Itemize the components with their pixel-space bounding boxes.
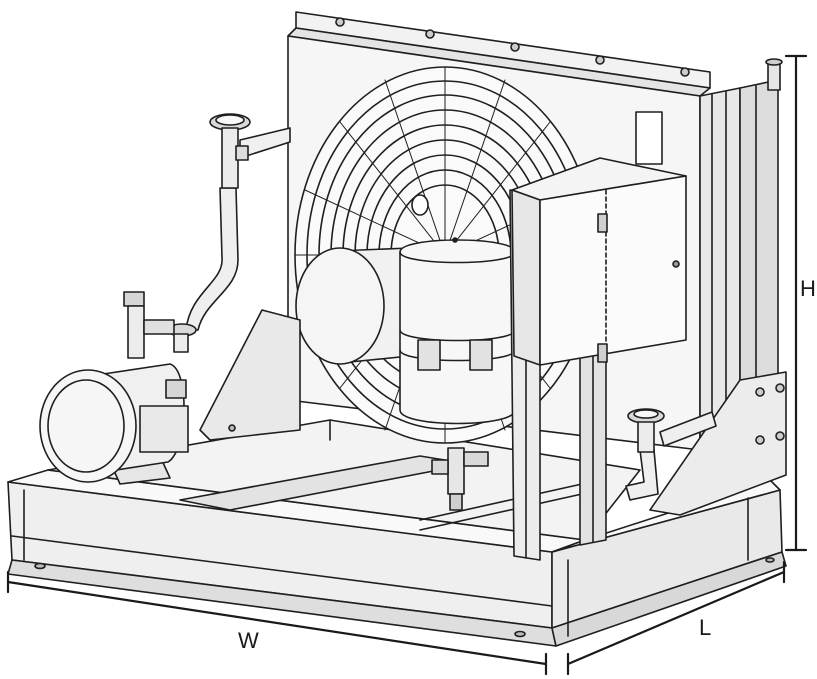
drain-valve — [447, 447, 465, 495]
pump-junction-box — [139, 405, 189, 453]
dimension-line-l — [566, 570, 786, 666]
pump-assembly — [39, 363, 189, 485]
side-bracket — [649, 371, 787, 516]
fan-motor-bracket — [199, 309, 301, 441]
enclosure-side — [511, 189, 541, 366]
pressure-gauge-right — [627, 408, 665, 453]
hose-left — [185, 187, 239, 331]
base-skid — [7, 419, 787, 647]
electrical-enclosure — [509, 157, 687, 561]
lifting-eye — [411, 194, 429, 216]
base-side-flange — [551, 551, 787, 647]
length-dimension-label: L — [699, 615, 712, 640]
enclosure-hinge-top — [597, 213, 608, 233]
pressure-gauge-top-left — [209, 113, 251, 189]
enclosure-latch — [672, 260, 680, 268]
vent-riser — [767, 61, 781, 91]
dimension-line-w — [6, 580, 548, 666]
fan-motor — [199, 237, 516, 441]
piping — [185, 127, 717, 511]
height-dimension-label: H — [800, 276, 816, 301]
fan-motor-body — [399, 239, 516, 425]
pump-endcap — [39, 369, 137, 483]
dimension-lines — [6, 54, 808, 676]
pressure-gauge-vent — [123, 291, 175, 359]
width-dimension-label: W — [238, 628, 259, 653]
enclosure-hinge-bottom — [597, 343, 608, 363]
pressure-gauges — [123, 113, 665, 453]
enclosure-door — [539, 175, 687, 366]
